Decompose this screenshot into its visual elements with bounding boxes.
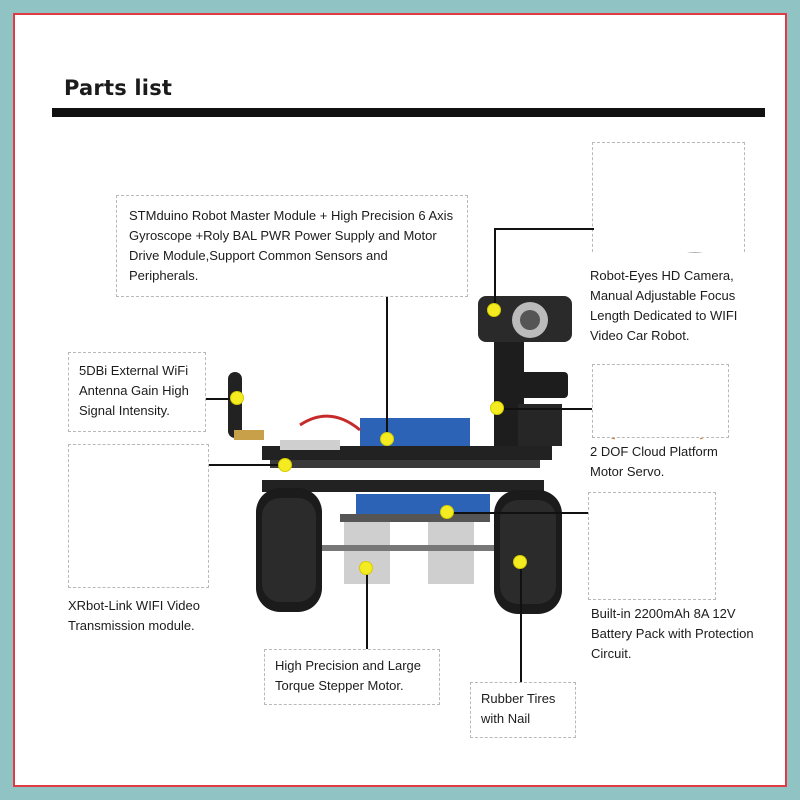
leader-camera: [494, 228, 496, 310]
leader-wifi: [209, 464, 287, 466]
leader-servo: [498, 408, 592, 410]
leader-tires: [520, 562, 522, 682]
leader-battery: [448, 512, 588, 514]
page-title: Parts list: [64, 76, 173, 100]
callout-master-module-text: STMduino Robot Master Module + High Prec…: [129, 208, 454, 283]
callout-stepper-text: High Precision and Large Torque Stepper …: [275, 658, 421, 693]
callout-tires: Rubber Tires with Nail: [470, 682, 576, 738]
marker-battery: [440, 505, 454, 519]
marker-wifi-module: [278, 458, 292, 472]
leader-master: [386, 297, 388, 439]
callout-tires-text: Rubber Tires with Nail: [481, 691, 556, 726]
callout-battery-box: [588, 492, 716, 600]
marker-tires: [513, 555, 527, 569]
callout-antenna: 5DBi External WiFi Antenna Gain High Sig…: [68, 352, 206, 432]
callout-stepper: High Precision and Large Torque Stepper …: [264, 649, 440, 705]
leader-antenna: [206, 398, 236, 400]
callout-wifi-module-text-box: XRbot-Link WIFI Video Transmission modul…: [62, 594, 238, 638]
callout-servo-text: 2 DOF Cloud Platform Motor Servo.: [590, 444, 718, 479]
callout-antenna-text: 5DBi External WiFi Antenna Gain High Sig…: [79, 363, 189, 418]
marker-stepper: [359, 561, 373, 575]
callout-wifi-board-box: [68, 444, 209, 588]
callout-wifi-module-text: XRbot-Link WIFI Video Transmission modul…: [68, 598, 200, 633]
title-rule: [52, 108, 765, 117]
callout-camera-text: Robot-Eyes HD Camera, Manual Adjustable …: [590, 268, 738, 343]
callout-camera-text-box: Robot-Eyes HD Camera, Manual Adjustable …: [584, 264, 760, 344]
callout-master-module: STMduino Robot Master Module + High Prec…: [116, 195, 468, 297]
robot-body-photo: [228, 296, 572, 614]
callout-battery-text-box: Built-in 2200mAh 8A 12V Battery Pack wit…: [585, 602, 765, 662]
leader-stepper: [366, 568, 368, 649]
marker-antenna: [230, 391, 244, 405]
marker-servo: [490, 401, 504, 415]
marker-master-module: [380, 432, 394, 446]
callout-battery-text: Built-in 2200mAh 8A 12V Battery Pack wit…: [591, 606, 754, 661]
callout-servo-photo-box: [592, 364, 729, 438]
marker-camera: [487, 303, 501, 317]
leader-camera-h: [494, 228, 594, 230]
callout-servo-text-box: 2 DOF Cloud Platform Motor Servo.: [584, 440, 760, 484]
callout-camera: [592, 142, 745, 252]
